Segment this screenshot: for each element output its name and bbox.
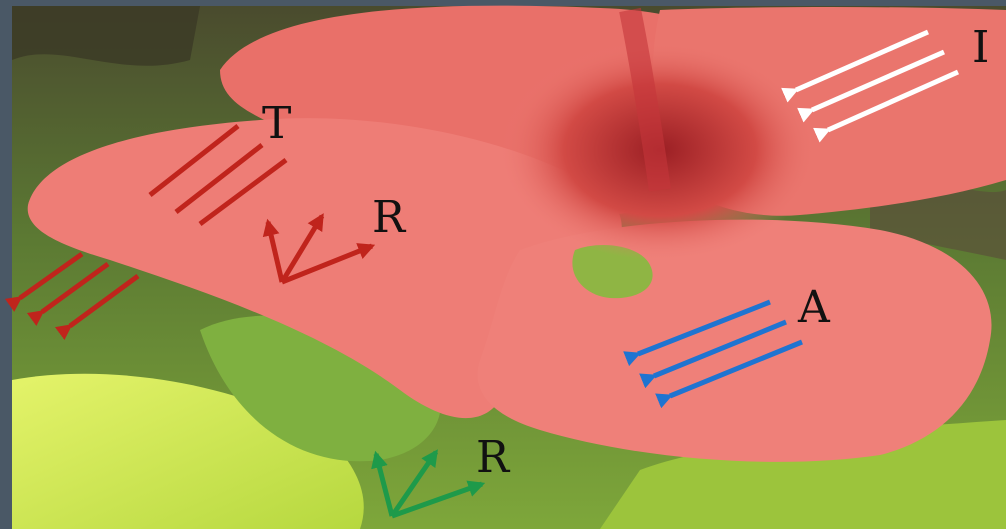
reflected-label-bottom: R — [476, 432, 511, 483]
incident-label: I — [972, 22, 989, 73]
absorbed-label: A — [797, 282, 831, 333]
reflected-label-top: R — [372, 192, 407, 243]
transmitted-label: T — [262, 98, 291, 149]
